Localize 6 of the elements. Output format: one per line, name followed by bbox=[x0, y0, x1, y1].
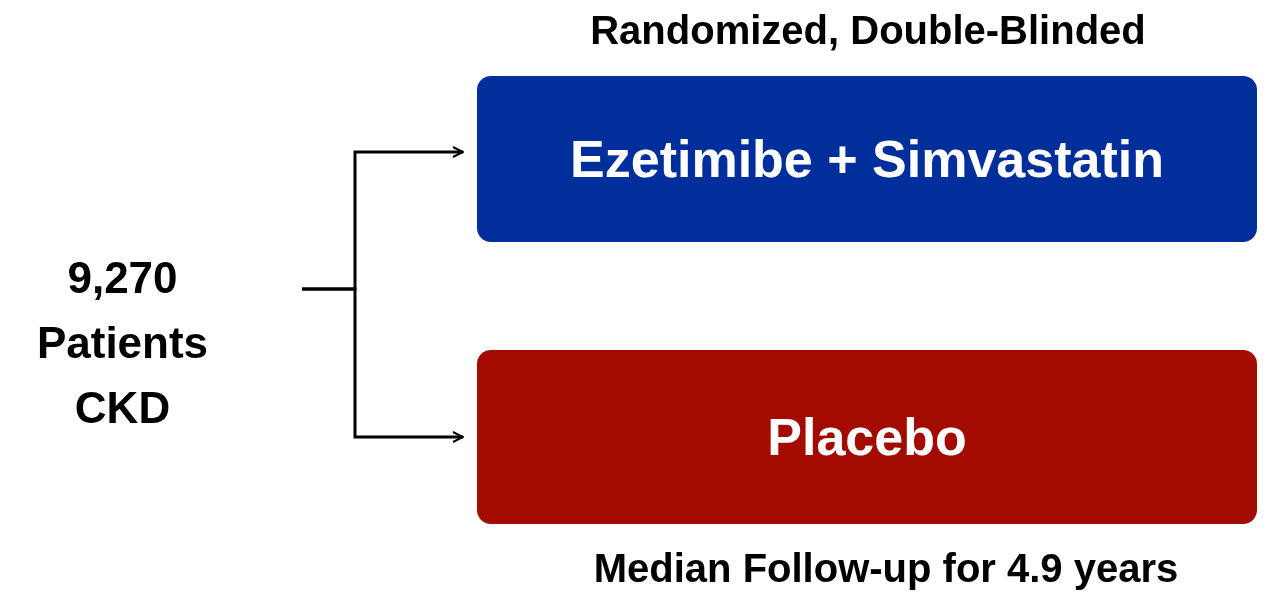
note-text: Randomized, Double-Blinded bbox=[589, 8, 1147, 53]
arrow bbox=[302, 287, 464, 443]
arm-box: Placebo bbox=[477, 350, 1257, 524]
note-text: Median Follow-up for 4.9 years bbox=[592, 546, 1180, 591]
arm-box: Ezetimibe + Simvastatin bbox=[477, 76, 1257, 242]
group-label: 9,270 Patients CKD bbox=[10, 245, 235, 440]
